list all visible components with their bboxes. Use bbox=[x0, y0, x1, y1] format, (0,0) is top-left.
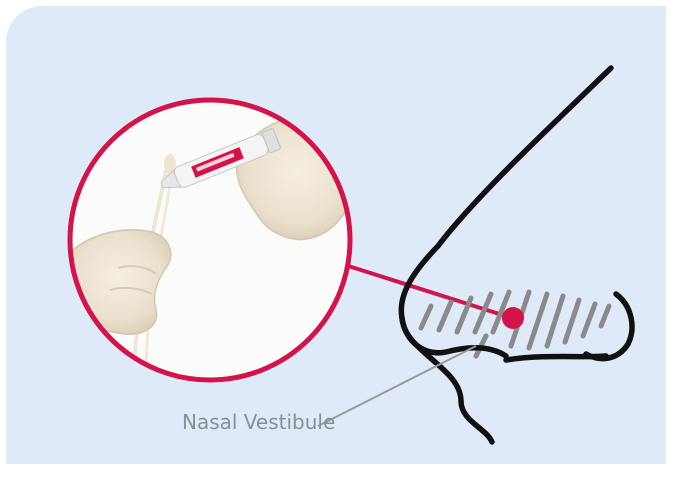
label-leader-line bbox=[318, 346, 476, 426]
photo-inset bbox=[66, 96, 359, 386]
nasal-vestibule-label: Nasal Vestibule bbox=[182, 410, 335, 434]
diagram-canvas bbox=[6, 6, 666, 464]
vestibule-marker-dot bbox=[502, 307, 524, 329]
diagram-panel: Nasal Vestibule bbox=[6, 6, 666, 464]
nose-outline bbox=[401, 68, 632, 442]
